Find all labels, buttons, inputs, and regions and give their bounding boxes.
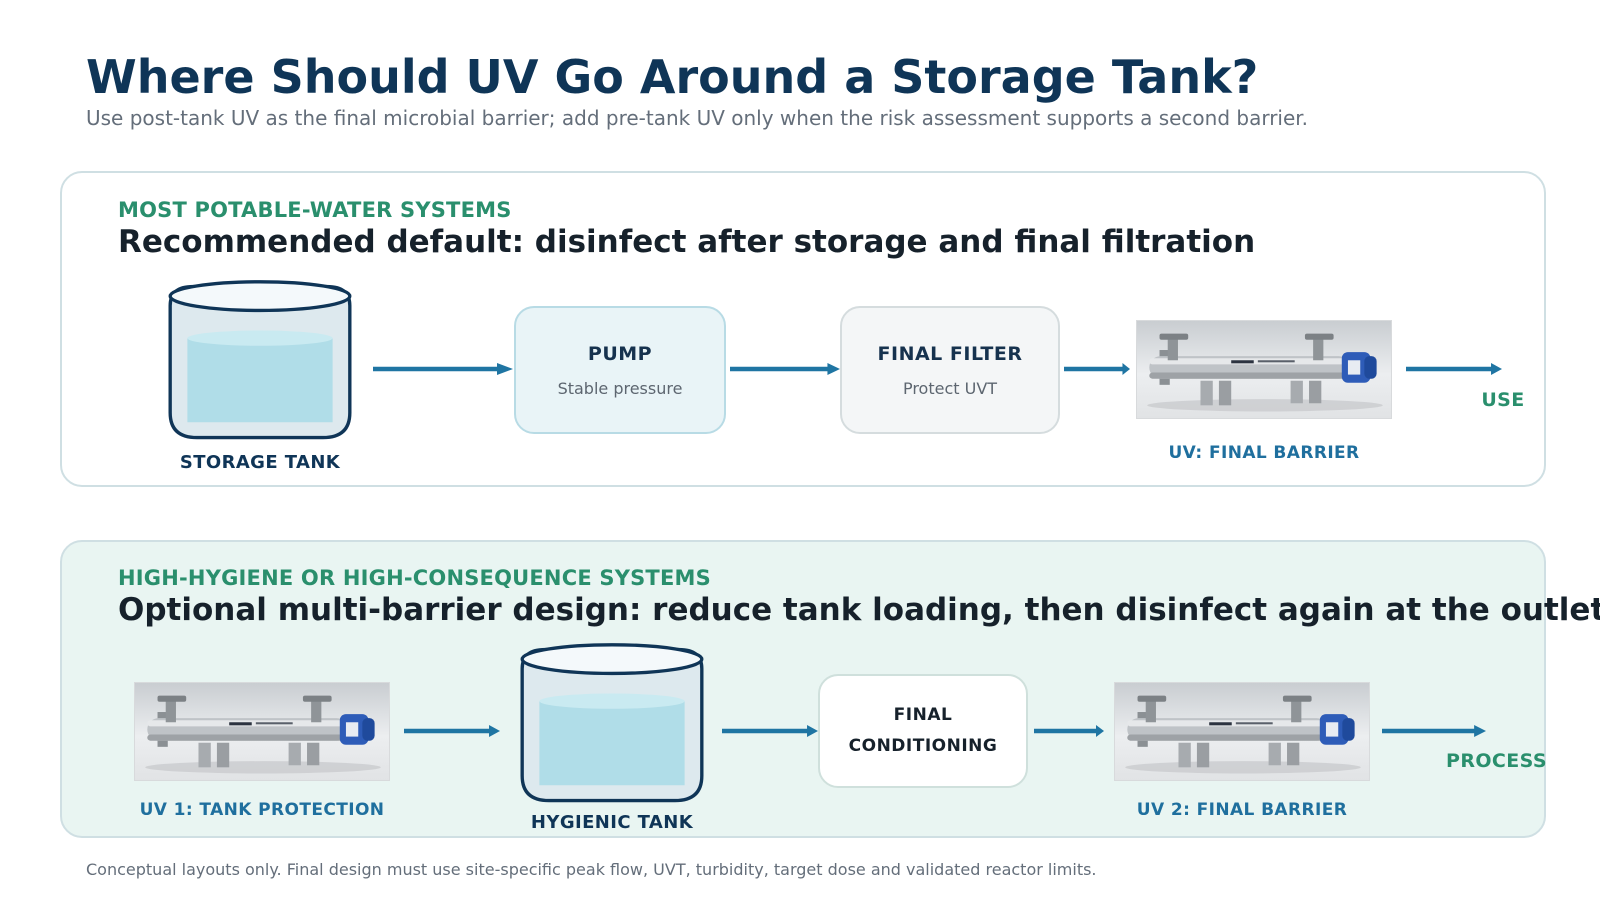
final-filter-box: FINAL FILTER Protect UVT [840,306,1060,434]
pump-subtitle: Stable pressure [557,378,683,398]
storage-tank-icon [160,277,360,449]
final-conditioning-line1: FINAL [893,705,953,725]
footnote: Conceptual layouts only. Final design mu… [86,860,1097,879]
flow-arrow-icon [1406,362,1502,376]
flow-arrow-icon [1382,724,1486,738]
uv-reactor-photo [134,682,390,781]
default-layout-heading: Recommended default: disinfect after sto… [118,224,1256,260]
uv2-final-barrier-label: UV 2: FINAL BARRIER [1136,800,1348,820]
pump-box: PUMP Stable pressure [514,306,726,434]
final-conditioning-box: FINAL CONDITIONING [818,674,1028,788]
flow-arrow-icon [722,724,818,738]
hygienic-tank-label: HYGIENIC TANK [530,812,694,833]
final-filter-title: FINAL FILTER [877,342,1023,365]
final-conditioning-line2: CONDITIONING [848,736,998,756]
page-subtitle: Use post-tank UV as the final microbial … [86,106,1309,130]
flow-arrow-icon [372,362,514,376]
final-filter-subtitle: Protect UVT [902,378,998,398]
storage-tank-label: STORAGE TANK [179,452,341,473]
flow-arrow-icon [730,362,840,376]
process-label: PROCESS [1446,750,1547,772]
flow-arrow-icon [404,724,500,738]
uv-reactor-photo [1136,320,1392,419]
multi-barrier-kicker: HIGH-HYGIENE OR HIGH-CONSEQUENCE SYSTEMS [118,566,711,590]
pump-title: PUMP [587,342,653,365]
flow-arrow-icon [1064,362,1130,376]
uv-final-barrier-label: UV: FINAL BARRIER [1168,443,1360,463]
flow-arrow-icon [1034,724,1104,738]
page-title: Where Should UV Go Around a Storage Tank… [86,50,1259,104]
uv1-tank-protection-label: UV 1: TANK PROTECTION [139,800,385,820]
multi-barrier-heading: Optional multi-barrier design: reduce ta… [118,592,1600,628]
use-label: USE [1481,389,1525,411]
hygienic-tank-icon [512,640,712,812]
default-layout-kicker: MOST POTABLE-WATER SYSTEMS [118,198,512,222]
uv-reactor-photo [1114,682,1370,781]
